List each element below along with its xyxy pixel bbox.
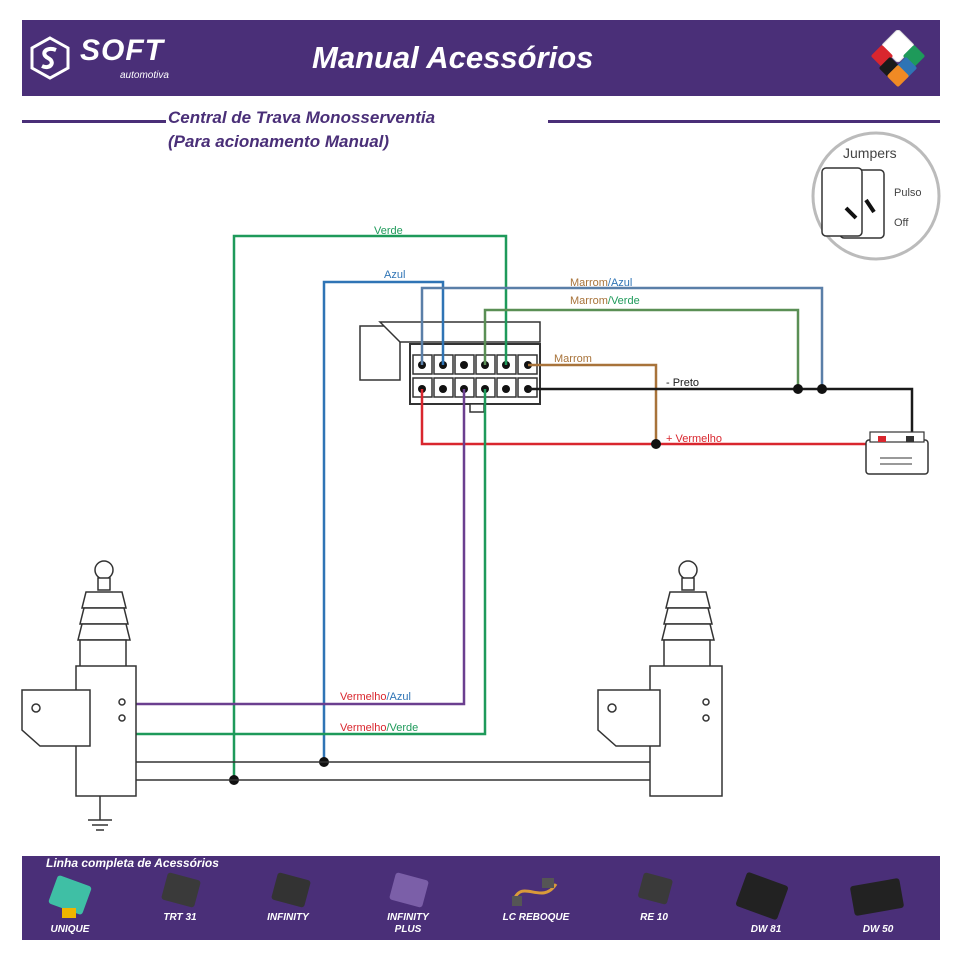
- label-vermelho-azul: Vermelho/Azul: [340, 691, 411, 703]
- product-label-re10: RE 10: [640, 912, 668, 923]
- product-label-lc-reboque: LC REBOQUE: [502, 912, 570, 923]
- wire-preto: [528, 387, 914, 438]
- wire-marrom-azul: [420, 286, 824, 388]
- product-label-dw81: DW 81: [750, 924, 782, 935]
- dw81-module-icon: [736, 872, 788, 920]
- dw50-module-icon: [850, 878, 904, 916]
- infinity-module-icon: [271, 872, 311, 908]
- trt31-module-icon: [161, 872, 201, 908]
- header-bar: SOFT automotiva Manual Acessórios: [22, 20, 940, 96]
- actuator-right: [597, 560, 723, 797]
- wire-marrom: [528, 363, 658, 444]
- lc-reboque-harness-icon: [512, 878, 558, 906]
- diagram-title: Central de Trava Monosserventia: [168, 108, 436, 127]
- product-label-dw50: DW 50: [862, 924, 894, 935]
- battery-icon: [865, 431, 929, 475]
- wire-vermelho-azul: [134, 389, 466, 706]
- label-marrom-verde: Marrom/Verde: [570, 295, 640, 307]
- wire-marrom-verde: [483, 308, 800, 388]
- product-label-unique: UNIQUE: [50, 924, 90, 935]
- re10-module-icon: [638, 872, 673, 905]
- wire-vermelho-verde: [134, 389, 487, 736]
- label-vermelho: + Vermelho: [666, 433, 722, 445]
- central-connector: [359, 321, 541, 413]
- junction-dot: [793, 384, 803, 394]
- jumper-label-off: Off: [894, 217, 909, 229]
- jumpers-inset: Jumpers Pulso Off: [811, 131, 941, 261]
- unique-module-icon: [48, 875, 92, 918]
- subtitle-rule-right: [548, 120, 940, 123]
- subtitle-rule-left: [22, 120, 166, 123]
- label-preto: - Preto: [666, 377, 699, 389]
- logo-text: SOFT: [80, 34, 164, 67]
- jumper-label-pulso: Pulso: [894, 187, 922, 199]
- label-verde: Verde: [374, 225, 403, 237]
- product-label-infinity: INFINITY: [267, 912, 309, 923]
- label-marrom: Marrom: [554, 353, 592, 365]
- infinity-plus-module-icon: [389, 872, 429, 908]
- jumpers-title: Jumpers: [843, 145, 897, 161]
- soft-logo: SOFT automotiva: [28, 26, 178, 88]
- door-lock-pushrod: [134, 761, 650, 781]
- footer-bar: Linha completa de Acessórios UNIQUE TRT …: [22, 856, 940, 940]
- wire-azul: [322, 280, 445, 762]
- footer-title: Linha completa de Acessórios: [46, 856, 219, 870]
- wire-verde: [232, 234, 508, 780]
- accessories-icon-cluster: [871, 30, 925, 87]
- logo-subtext: automotiva: [120, 70, 169, 81]
- label-marrom-azul: Marrom/Azul: [570, 277, 632, 289]
- wire-vermelho: [420, 389, 880, 446]
- junction-dot: [651, 439, 661, 449]
- label-azul: Azul: [384, 269, 405, 281]
- soft-logo-icon: [30, 36, 70, 80]
- junction-dot: [817, 384, 827, 394]
- label-vermelho-verde: Vermelho/Verde: [340, 722, 418, 734]
- actuator-left: [21, 560, 137, 831]
- diagram-subtitle: (Para acionamento Manual): [168, 132, 390, 151]
- product-label-trt31: TRT 31: [163, 912, 197, 923]
- page-title: Manual Acessórios: [312, 40, 594, 75]
